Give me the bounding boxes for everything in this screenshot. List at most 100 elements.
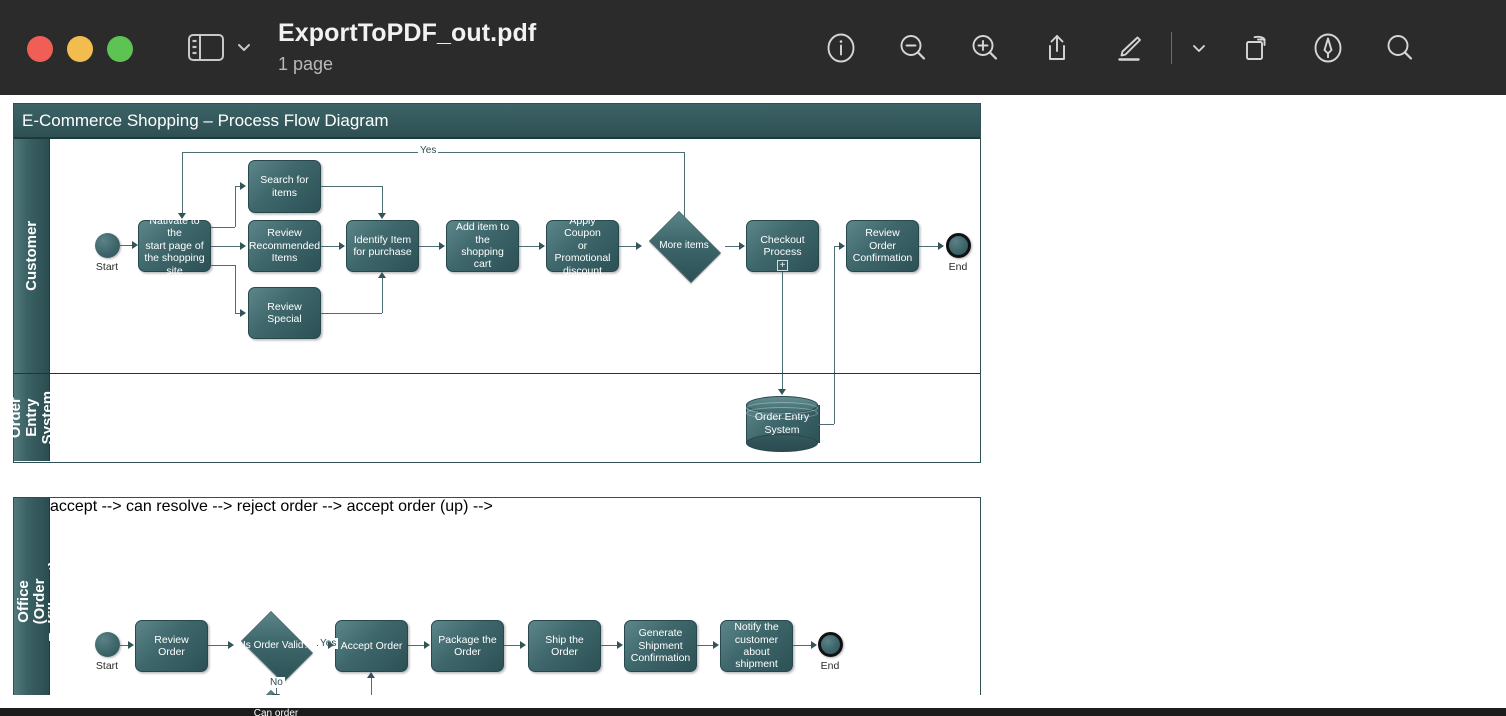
markup-pen-icon[interactable] (1093, 24, 1165, 72)
connector (818, 424, 834, 425)
node-package-order[interactable]: Package the Order (431, 620, 504, 672)
end-event-back-office-top[interactable] (818, 632, 843, 657)
connector (782, 374, 783, 390)
lane-header-order-entry: Order Entry System (7, 374, 55, 461)
arrowhead (839, 242, 845, 250)
arrowhead (713, 641, 719, 649)
window-titlebar: ExportToPDF_out.pdf 1 page (0, 0, 1506, 95)
search-icon[interactable] (1364, 24, 1436, 72)
connector (697, 645, 714, 646)
arrowhead (328, 641, 334, 649)
edge-label-more-items-yes: Yes (418, 145, 439, 156)
markup-chevron-icon[interactable] (1178, 24, 1220, 72)
arrowhead (520, 641, 526, 649)
arrowhead (128, 641, 134, 649)
arrowhead (367, 672, 375, 678)
connector (208, 645, 229, 646)
zoom-in-icon[interactable] (949, 24, 1021, 72)
cylinder-bottom (746, 434, 818, 452)
document-title: ExportToPDF_out.pdf (278, 19, 537, 47)
lane-label-order-entry: Order Entry System (6, 390, 56, 445)
node-add-to-cart[interactable]: Add item to the shopping cart (446, 220, 519, 272)
pdf-page[interactable]: E-Commerce Shopping – Process Flow Diagr… (0, 95, 1506, 716)
decision-is-order-valid[interactable]: Is Order Valid? (235, 611, 317, 683)
node-review-special[interactable]: Review Special (248, 287, 321, 339)
node-notify-customer[interactable]: Notify the customer about shipment (720, 620, 793, 672)
lane-label-customer: Customer (22, 220, 40, 292)
minimize-button[interactable] (67, 36, 93, 62)
lane-header-customer: Customer (14, 139, 50, 373)
datastore-label: Order Entry System (754, 411, 810, 436)
decision-more-items[interactable]: More items (643, 211, 725, 283)
rotate-icon[interactable] (1220, 24, 1292, 72)
node-identify-item[interactable]: Identify Item for purchase (346, 220, 419, 272)
connector (382, 186, 383, 214)
toolbar-divider (1171, 32, 1172, 64)
node-navigate[interactable]: Nativate to the start page of the shoppi… (138, 215, 211, 277)
connector (919, 246, 940, 247)
start-label-customer: Start (95, 261, 119, 273)
connector (235, 186, 236, 227)
node-review-order[interactable]: Review Order (135, 620, 208, 672)
start-label-back-office: Start (95, 660, 119, 672)
connector (235, 186, 241, 187)
lane-order-entry-system: Order Entry System Order Entry System (7, 373, 980, 461)
arrowhead (938, 242, 944, 250)
node-checkout-process[interactable]: Checkout Process (746, 220, 819, 272)
connector (793, 645, 812, 646)
arrowhead (424, 641, 430, 649)
node-review-confirmation[interactable]: Review Order Confirmation (846, 220, 919, 272)
end-event-customer[interactable] (946, 233, 971, 258)
maximize-button[interactable] (107, 36, 133, 62)
arrowhead (539, 242, 545, 250)
connector (684, 152, 685, 218)
end-label-customer: End (948, 261, 968, 273)
node-search-items[interactable]: Search for items (248, 160, 321, 213)
connector (725, 246, 740, 247)
info-icon[interactable] (805, 24, 877, 72)
cylinder-rib (746, 407, 818, 419)
connector (601, 645, 618, 646)
share-icon[interactable] (1021, 24, 1093, 72)
arrowhead (439, 242, 445, 250)
chevron-down-icon[interactable] (235, 38, 253, 56)
node-review-recommended[interactable]: Review Recommended Items (248, 220, 321, 272)
connector (382, 278, 383, 313)
connector (519, 246, 540, 247)
arrowhead (240, 182, 246, 190)
connector (782, 272, 783, 374)
connector (321, 313, 382, 314)
arrowhead (228, 641, 234, 649)
connector (619, 246, 637, 247)
lane-body-back-office: Start Review Order Is Order Valid? Accep… (50, 498, 980, 716)
node-ship-order[interactable]: Ship the Order (528, 620, 601, 672)
connector (182, 152, 183, 214)
datastore-order-entry-system[interactable]: Order Entry System (746, 396, 820, 452)
lane-back-office: Back Office (Order Fulfillment) Start Re… (0, 498, 980, 716)
connector (408, 645, 425, 646)
arrowhead (378, 272, 386, 278)
connector (120, 245, 133, 246)
window-controls (27, 36, 133, 62)
annotate-icon[interactable] (1292, 24, 1364, 72)
start-event-back-office[interactable] (95, 632, 120, 657)
lane-header-back-office: Back Office (Order Fulfillment) (0, 498, 63, 704)
connector (419, 246, 440, 247)
desktop-dock-strip (0, 708, 1506, 716)
node-accept-order[interactable]: Accept Order (335, 620, 408, 672)
node-generate-shipment-confirmation[interactable]: Generate Shipment Confirmation (624, 620, 697, 672)
connector (211, 227, 235, 228)
start-event-customer[interactable] (95, 233, 120, 258)
decision-can-resolve[interactable]: Can order issues be resolved? (235, 690, 317, 716)
connector (834, 374, 835, 424)
close-button[interactable] (27, 36, 53, 62)
sidebar-icon[interactable] (186, 30, 226, 64)
subprocess-plus-icon: + (777, 260, 788, 271)
arrowhead (240, 309, 246, 317)
connector (211, 265, 235, 266)
zoom-out-icon[interactable] (877, 24, 949, 72)
process-pool-top: E-Commerce Shopping – Process Flow Diagr… (7, 103, 981, 463)
node-apply-coupon[interactable]: Apply Coupon or Promotional discount (546, 215, 619, 277)
connector (211, 246, 241, 247)
connector (235, 313, 241, 314)
